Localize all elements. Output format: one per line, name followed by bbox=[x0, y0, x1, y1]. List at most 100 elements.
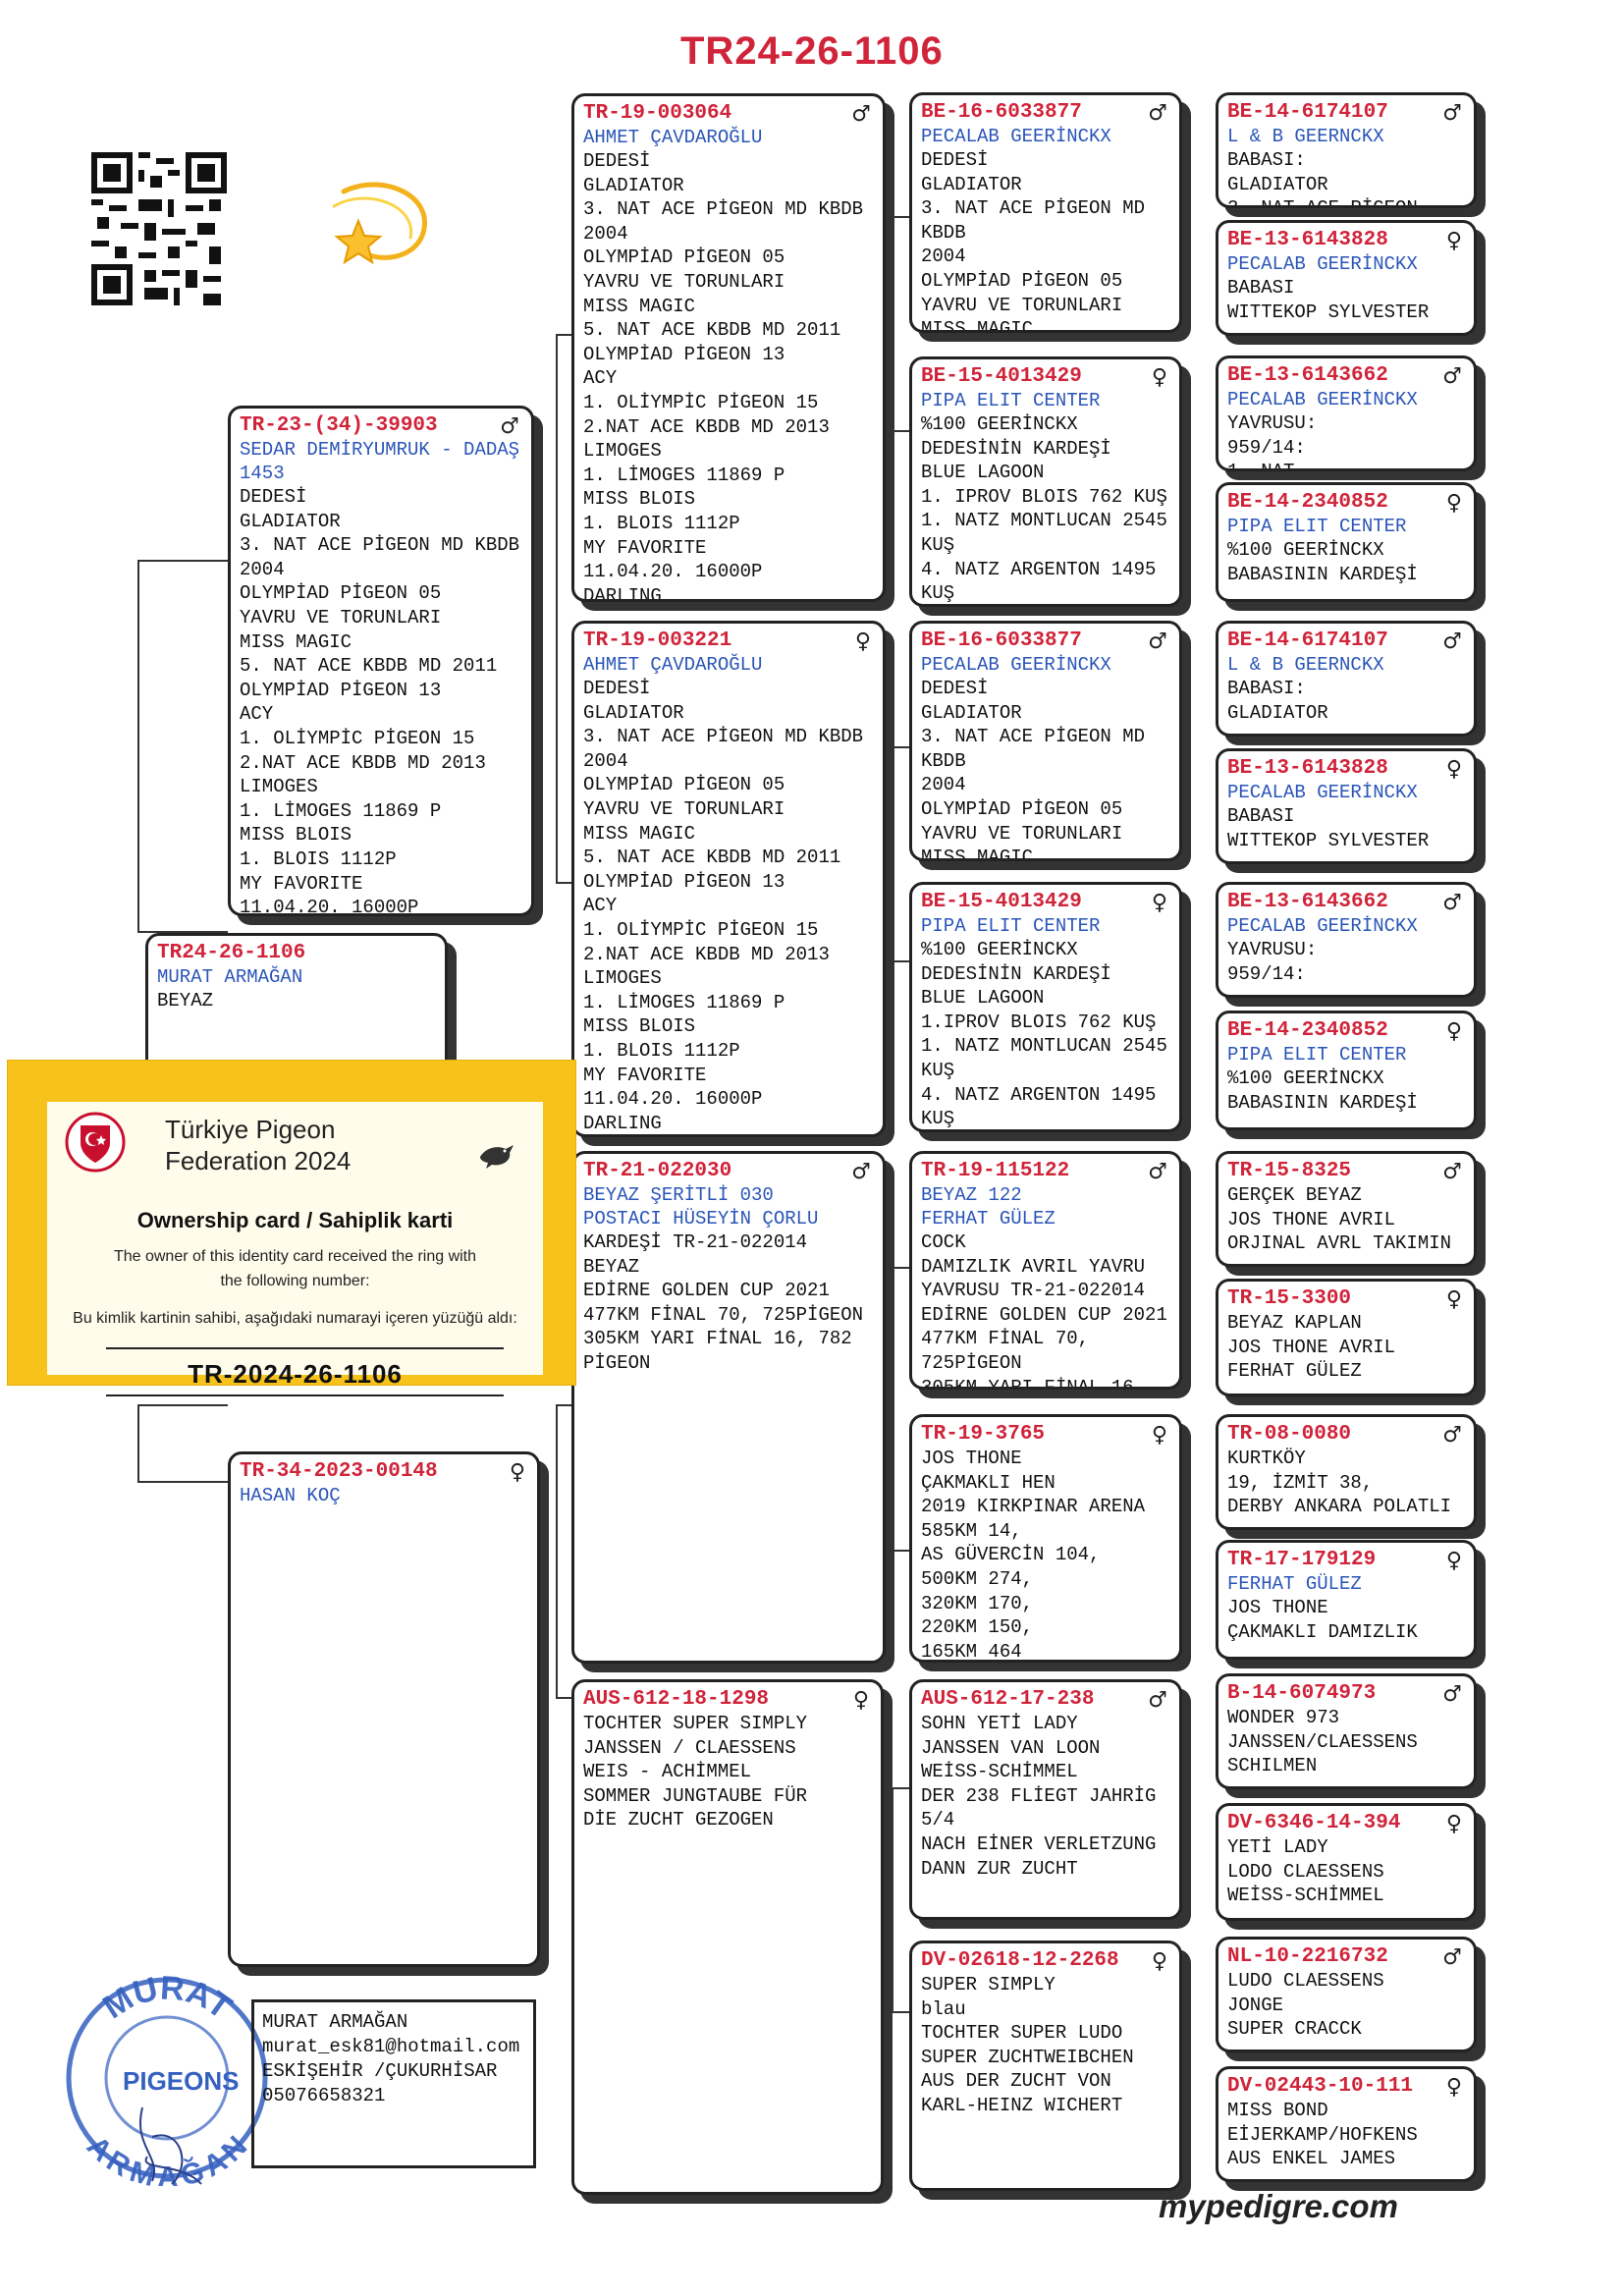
pigeon-notes: %100 GEERİNCKX BABASININ KARDEŞİ bbox=[1227, 1067, 1418, 1114]
pigeon-box-dds: AUS-612-17-238♂SOHN YETİ LADY JANSSEN VA… bbox=[909, 1679, 1182, 1920]
card-title: Ownership card / Sahiplik karti bbox=[136, 1208, 454, 1232]
male-icon: ♂ bbox=[1442, 101, 1462, 126]
pigeon-notes: TOCHTER SUPER SIMPLY JANSSEN / CLAESSENS… bbox=[583, 1713, 808, 1831]
ring-number: BE-15-4013429 bbox=[921, 365, 1082, 388]
ring-number: TR-19-003221 bbox=[583, 629, 732, 652]
male-icon: ♂ bbox=[1442, 629, 1462, 654]
footer-site: mypedigre.com bbox=[1159, 2188, 1398, 2224]
ring-number: TR-21-022030 bbox=[583, 1160, 732, 1182]
pigeon-box-ds: TR-21-022030 ♂ BEYAZ ŞERİTLİ 030 POSTACI H… bbox=[571, 1151, 886, 1664]
male-icon: ♂ bbox=[1442, 1682, 1462, 1707]
ring-number: BE-13-6143828 bbox=[1227, 757, 1388, 780]
connector-g2-3 bbox=[892, 1267, 911, 1552]
pigeon-notes: YAVRUSU: 959/14: 1. NAT bbox=[1227, 412, 1318, 468]
pigeon-box-ssd: BE-15-4013429♀PIPA ELIT CENTER%100 GEERİ… bbox=[909, 356, 1182, 607]
male-icon: ♂ bbox=[1442, 1423, 1462, 1448]
ring-number: TR24-26-1106 bbox=[157, 942, 306, 964]
ring-number: TR-17-179129 bbox=[1227, 1549, 1377, 1571]
ring-number: B-14-6074973 bbox=[1227, 1682, 1377, 1705]
owner-name: PECALAB GEERİNCKX bbox=[1227, 253, 1418, 275]
owner-name: FERHAT GÜLEZ bbox=[1227, 1573, 1362, 1595]
owner-name: SEDAR DEMİRYUMRUK - DADAŞ 1453 bbox=[240, 439, 520, 484]
pigeon-notes: JOS THONE ÇAKMAKLI DAMIZLIK bbox=[1227, 1597, 1418, 1643]
pigeon-box-g8: BE-14-2340852♀PIPA ELIT CENTER%100 GEERİ… bbox=[1216, 1011, 1477, 1130]
ring-number: BE-14-2340852 bbox=[1227, 491, 1388, 514]
male-icon: ♂ bbox=[500, 414, 519, 439]
pigeon-notes: %100 GEERİNCKX BABASININ KARDEŞİ bbox=[1227, 539, 1418, 585]
owner-name: MURAT ARMAĞAN bbox=[157, 966, 303, 988]
pigeon-notes: %100 GEERİNCKX DEDESİNİN KARDEŞİ BLUE LA… bbox=[921, 939, 1167, 1130]
ring-number: BE-15-4013429 bbox=[921, 891, 1082, 913]
pigeon-notes: BABASI: GLADIATOR 3. NAT ACE PİGEON bbox=[1227, 149, 1418, 205]
female-icon: ♀ bbox=[1445, 491, 1462, 516]
owner-name: PECALAB GEERİNCKX bbox=[921, 126, 1111, 147]
card-ring-number: TR-2024-26-1106 bbox=[188, 1359, 403, 1389]
owner-name: HASAN KOÇ bbox=[240, 1485, 341, 1506]
owner-name: BEYAZ ŞERİTLİ 030 POSTACI HÜSEYİN ÇORLU bbox=[583, 1184, 819, 1230]
pigeon-notes: KURTKÖY 19, İZMİT 38, DERBY ANKARA POLAT… bbox=[1227, 1448, 1452, 1518]
female-icon: ♀ bbox=[1445, 1549, 1462, 1573]
female-icon: ♀ bbox=[852, 1688, 869, 1713]
female-icon: ♀ bbox=[1445, 757, 1462, 782]
owner-name: PECALAB GEERİNCKX bbox=[1227, 915, 1418, 937]
pigeon-box-dd: AUS-612-18-1298♀TOCHTER SUPER SIMPLY JAN… bbox=[571, 1679, 884, 2195]
qr-code bbox=[91, 152, 227, 305]
owner-name: PECALAB GEERİNCKX bbox=[921, 654, 1111, 676]
pigeon-notes: BEYAZ KAPLAN JOS THONE AVRIL FERHAT GÜLE… bbox=[1227, 1312, 1396, 1383]
owner-name: PIPA ELIT CENTER bbox=[1227, 1044, 1407, 1066]
pigeon-icon bbox=[480, 1145, 514, 1169]
connector-sire-parents bbox=[556, 334, 577, 884]
male-icon: ♂ bbox=[851, 102, 871, 127]
pigeon-notes: BABASI WITTEKOP SYLVESTER bbox=[1227, 805, 1430, 851]
pedigree-title: TR24-26-1106 bbox=[680, 29, 944, 73]
pigeon-box-dsd: TR-19-3765♀JOS THONE ÇAKMAKLI HEN 2019 K… bbox=[909, 1414, 1182, 1663]
female-icon: ♀ bbox=[1151, 365, 1167, 390]
pigeon-notes: KARDEŞİ TR-21-022014 BEYAZ EDİRNE GOLDEN… bbox=[583, 1231, 864, 1374]
pigeon-box-g14: DV-6346-14-394 ♀ YETİ LADY LODO CLAESSENS … bbox=[1216, 1803, 1477, 1921]
male-icon: ♂ bbox=[1148, 1160, 1167, 1184]
pigeon-notes: %100 GEERİNCKX DEDESİNİN KARDEŞİ BLUE LA… bbox=[921, 413, 1167, 605]
ring-number: TR-34-2023-00148 bbox=[240, 1460, 438, 1483]
ring-number: DV-6346-14-394 bbox=[1227, 1812, 1401, 1834]
breeder-name: MURAT ARMAĞAN bbox=[262, 2011, 408, 2033]
male-icon: ♂ bbox=[1442, 891, 1462, 915]
ownership-card: Türkiye Pigeon Federation 2024 Ownership… bbox=[8, 1061, 575, 1396]
pigeon-notes: DEDESİ GLADIATOR 3. NAT ACE PİGEON MD KB… bbox=[921, 149, 1146, 333]
breeder-email: murat_esk81@hotmail.com bbox=[262, 2036, 520, 2057]
pigeon-box-g10: TR-15-3300♀BEYAZ KAPLAN JOS THONE AVRIL … bbox=[1216, 1279, 1477, 1396]
pigeon-box-sdd: BE-15-4013429♀PIPA ELIT CENTER%100 GEERİ… bbox=[909, 882, 1182, 1132]
pigeon-box-g4: BE-14-2340852♀PIPA ELIT CENTER%100 GEERİ… bbox=[1216, 482, 1477, 602]
shooting-star-icon bbox=[332, 182, 427, 265]
pigeon-box-sire: TR-23-(34)-39903 ♂SEDAR DEMİRYUMRUK - DAD… bbox=[228, 406, 534, 916]
pigeon-notes: MISS BOND EİJERKAMP/HOFKENS AUS ENKEL JA… bbox=[1227, 2100, 1418, 2170]
owner-name: L & B GEERNCKX bbox=[1227, 654, 1384, 676]
owner-name: L & B GEERNCKX bbox=[1227, 126, 1384, 147]
ring-number: TR-19-003064 bbox=[583, 102, 732, 125]
female-icon: ♀ bbox=[1445, 229, 1462, 253]
breeder-info: MURAT ARMAĞAN murat_esk81@hotmail.com ES… bbox=[251, 1999, 536, 2168]
male-icon: ♂ bbox=[851, 1160, 871, 1184]
pigeon-notes: YETİ LADY LODO CLAESSENS WEİSS-SCHİMMEL bbox=[1227, 1836, 1384, 1907]
pigeon-notes: COCK DAMIZLIK AVRIL YAVRU YAVRUSU TR-21-… bbox=[921, 1231, 1167, 1390]
ring-number: TR-23-(34)-39903 bbox=[240, 414, 438, 437]
pigeon-notes: BEYAZ bbox=[157, 990, 214, 1011]
female-icon: ♀ bbox=[854, 629, 871, 654]
female-icon: ♀ bbox=[1445, 1019, 1462, 1044]
ring-number: BE-13-6143662 bbox=[1227, 891, 1388, 913]
male-icon: ♂ bbox=[1148, 1688, 1167, 1713]
card-divider bbox=[106, 1394, 504, 1396]
federation-logo-icon bbox=[65, 1112, 126, 1173]
male-icon: ♂ bbox=[1442, 1160, 1462, 1184]
female-icon: ♀ bbox=[1151, 1423, 1167, 1448]
female-icon: ♀ bbox=[1445, 1812, 1462, 1836]
ring-number: BE-14-6174107 bbox=[1227, 101, 1388, 124]
pigeon-box-ddd: DV-02618-12-2268♀SUPER SIMPLY blau TOCHT… bbox=[909, 1941, 1182, 2191]
card-text-en: The owner of this identity card received… bbox=[113, 1248, 477, 1289]
